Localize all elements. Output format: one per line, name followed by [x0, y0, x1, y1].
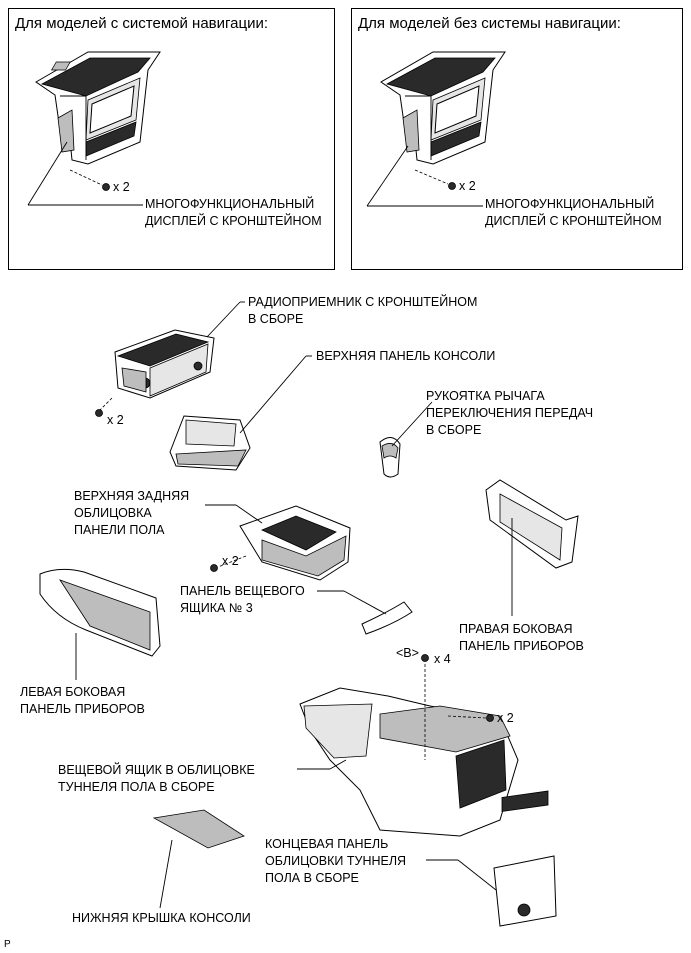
- upper-console-panel-illustration: [169, 415, 251, 471]
- screw-nonav: [448, 182, 456, 190]
- figure-code: P: [4, 939, 11, 950]
- screw-console: [486, 714, 494, 722]
- end-panel-illustration: [493, 790, 557, 927]
- screw-nav: [102, 183, 110, 191]
- multifunction-display-illustration-nav: [35, 51, 161, 165]
- left-side-panel-label: ЛЕВАЯ БОКОВАЯ ПАНЕЛЬ ПРИБОРОВ: [20, 685, 145, 716]
- nav-models-panel: Для моделей с системой навигации:: [8, 8, 335, 270]
- upper-console-label: ВЕРХНЯЯ ПАНЕЛЬ КОНСОЛИ: [316, 349, 496, 363]
- shift-knob-illustration: [379, 437, 401, 478]
- right-side-panel-label: ПРАВАЯ БОКОВАЯ ПАНЕЛЬ ПРИБОРОВ: [459, 622, 584, 653]
- nonav-screw-quantity: x 2: [459, 179, 476, 193]
- right-side-panel-illustration: [485, 479, 579, 569]
- radio-screw-quantity: x 2: [107, 413, 124, 427]
- nonav-display-label: МНОГОФУНКЦИОНАЛЬНЫЙ ДИСПЛЕЙ С КРОНШТЕЙНО…: [485, 197, 662, 228]
- leader-nav-display: [27, 141, 68, 206]
- lower-cover-label: НИЖНЯЯ КРЫШКА КОНСОЛИ: [72, 911, 251, 925]
- screw-radio: [95, 409, 103, 417]
- console-box-illustration: [299, 687, 519, 837]
- multifunction-display-illustration-nonav: [380, 51, 506, 165]
- leader-nav-screw: [69, 169, 103, 186]
- console-b-screw-quantity: x 4: [434, 652, 451, 666]
- glove-box-panel-label: ПАНЕЛЬ ВЕЩЕВОГО ЯЩИКА № 3: [180, 584, 305, 615]
- rear-floor-panel-label: ВЕРХНЯЯ ЗАДНЯЯ ОБЛИЦОВКА ПАНЕЛИ ПОЛА: [74, 489, 190, 537]
- radio-label: РАДИОПРИЕМНИК С КРОНШТЕЙНОМ В СБОРЕ: [248, 295, 478, 326]
- console-screw-quantity: x 2: [497, 711, 514, 725]
- shift-knob-label: РУКОЯТКА РЫЧАГА ПЕРЕКЛЮЧЕНИЯ ПЕРЕДАЧ В С…: [426, 389, 594, 437]
- rear-floor-panel-illustration: [239, 505, 351, 581]
- nav-screw-quantity: x 2: [113, 180, 130, 194]
- console-box-label: ВЕЩЕВОЙ ЯЩИК В ОБЛИЦОВКЕ ТУННЕЛЯ ПОЛА В …: [58, 763, 255, 794]
- radio-illustration: [114, 329, 215, 399]
- screw-console-b: [421, 654, 429, 662]
- console-b-marker: <B>: [396, 646, 419, 660]
- nav-display-label: МНОГОФУНКЦИОНАЛЬНЫЙ ДИСПЛЕЙ С КРОНШТЕЙНО…: [145, 197, 322, 228]
- nonav-models-panel: Для моделей без системы навигации:: [351, 8, 683, 270]
- end-panel-label: КОНЦЕВАЯ ПАНЕЛЬ ОБЛИЦОВКИ ТУННЕЛЯ ПОЛА В…: [265, 837, 407, 885]
- rear-floor-panel-screw-quantity: x 2: [222, 554, 239, 568]
- screw-rear-panel: [210, 564, 218, 572]
- lower-cover-illustration: [152, 809, 245, 849]
- left-side-panel-illustration: [39, 568, 161, 657]
- nonav-models-title: Для моделей без системы навигации:: [358, 15, 621, 32]
- glove-box-panel-illustration: [361, 601, 413, 635]
- nav-models-title: Для моделей с системой навигации:: [15, 15, 269, 32]
